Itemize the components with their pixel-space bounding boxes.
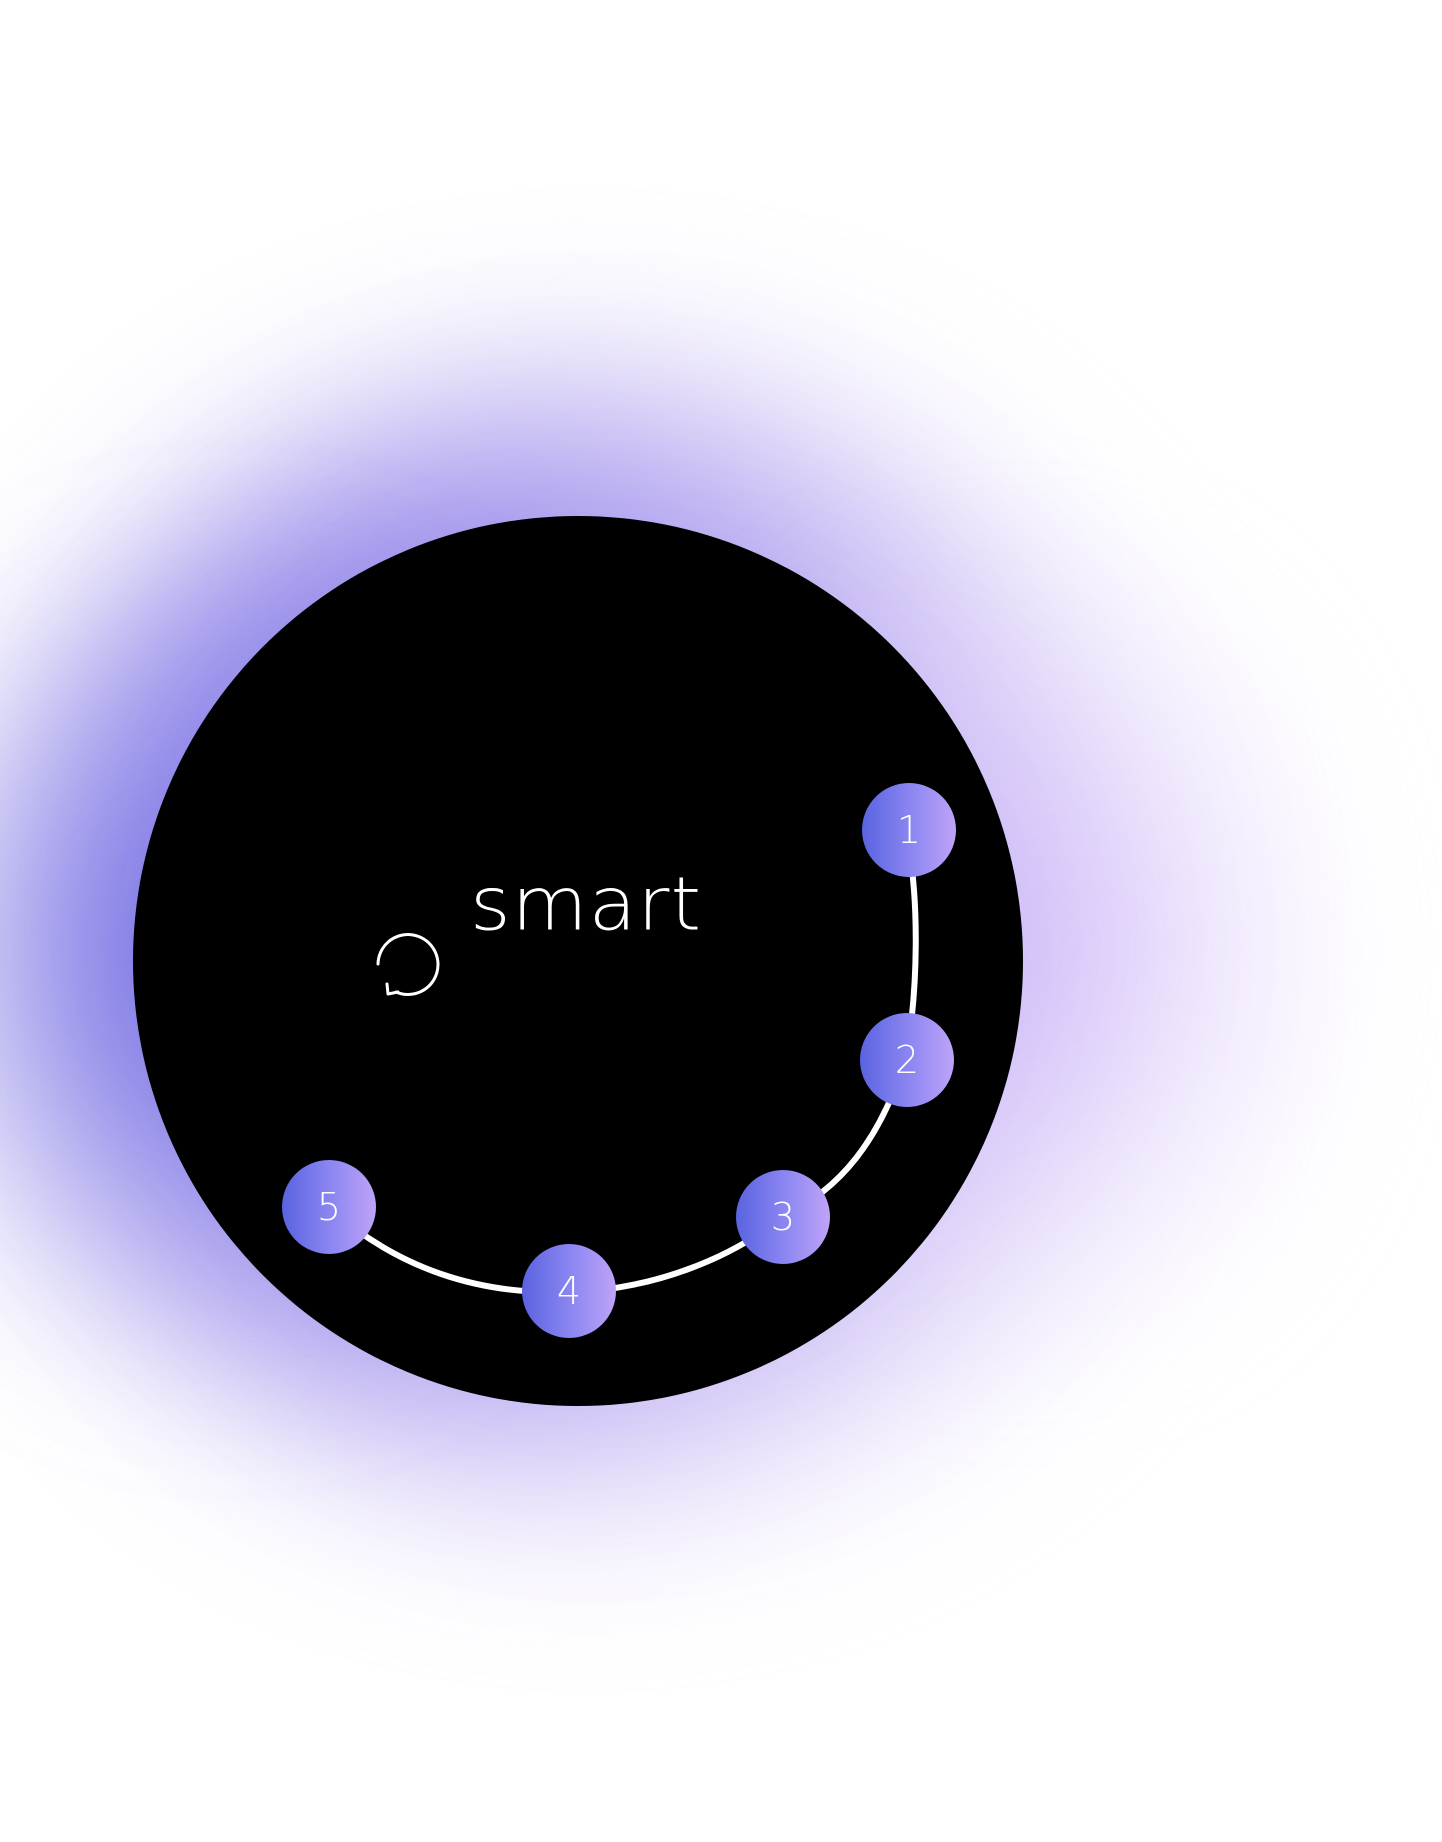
step-label: 3 [770,1195,796,1239]
step-button-5[interactable]: 5 [282,1160,376,1254]
step-label: 2 [894,1038,920,1082]
mode-label: smart [470,862,703,948]
step-button-1[interactable]: 1 [862,783,956,877]
refresh-icon[interactable] [374,928,444,998]
step-button-4[interactable]: 4 [522,1244,616,1338]
step-label: 4 [556,1269,582,1313]
step-button-2[interactable]: 2 [860,1013,954,1107]
step-label: 1 [896,808,922,852]
step-label: 5 [316,1185,342,1229]
step-button-3[interactable]: 3 [736,1170,830,1264]
